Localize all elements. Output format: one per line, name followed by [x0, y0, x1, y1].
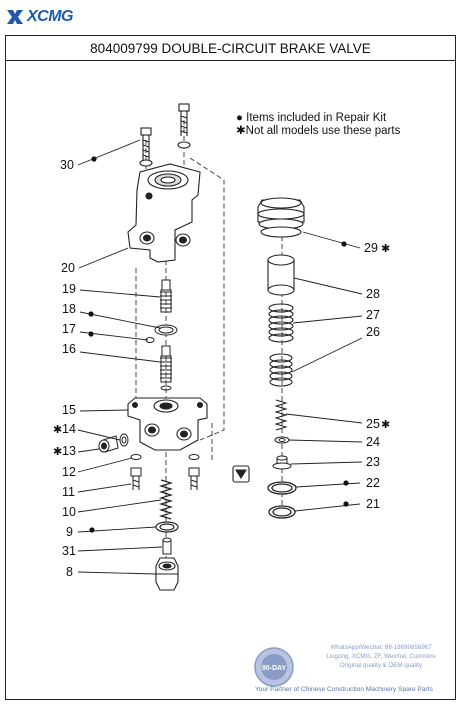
- part-29-cap: [257, 197, 305, 238]
- callout-23: 23: [366, 455, 380, 469]
- callout-8: 8: [66, 565, 73, 579]
- callout-22: 22: [366, 476, 380, 490]
- legend-item-label: Not all models use these parts: [245, 125, 401, 137]
- svg-text:✱: ✱: [381, 419, 390, 431]
- part-23-plunger: [272, 455, 292, 470]
- callout-31: 31: [62, 544, 76, 558]
- callout-16: 16: [62, 342, 76, 356]
- leader-lines-right: [285, 231, 363, 512]
- not-all-models-markers: ✱ ✱ ✱ ✱: [53, 243, 390, 458]
- part-8-nut: [155, 557, 179, 591]
- callout-27: 27: [366, 308, 380, 322]
- guarantee-badge-icon: 90-DAY: [254, 647, 294, 687]
- legend-item-label: Items included in Repair Kit: [246, 112, 387, 124]
- legend-item-not-all-models: ✱Not all models use these parts: [236, 125, 400, 138]
- watermark-line: Liugong, XCMG, ZF, Weichai, Cummins: [326, 653, 436, 660]
- watermark-footer: Your Partner of Chinese Construction Mac…: [255, 686, 433, 693]
- parts-16-19-inner-stack: [145, 279, 178, 391]
- callout-11: 11: [62, 485, 75, 499]
- brand-logo: XCMG: [6, 8, 74, 26]
- callout-10: 10: [62, 505, 76, 519]
- callout-9: 9: [66, 525, 73, 539]
- part-15-lower-body: [127, 397, 208, 451]
- callout-18: 18: [62, 302, 76, 316]
- callout-numbers: 30 20 19 18 17 16 15 14 13 12 11 10 9 31…: [60, 158, 380, 579]
- svg-text:✱: ✱: [381, 243, 390, 255]
- bullet-icon: ●: [236, 112, 243, 124]
- page-title: 804009799 DOUBLE-CIRCUIT BRAKE VALVE: [6, 36, 455, 61]
- badge-text: 90-DAY: [262, 665, 287, 672]
- legend: ● Items included in Repair Kit ✱Not all …: [236, 112, 400, 138]
- parts-21-22-rings: [267, 481, 297, 519]
- parts-13-14-plug: [98, 433, 129, 453]
- part-31-pin: [162, 537, 172, 555]
- asterisk-icon: ✱: [236, 125, 246, 137]
- xcmg-logo-icon: [7, 10, 23, 24]
- callout-13: 13: [62, 444, 76, 458]
- part-27-spring: [268, 303, 294, 343]
- repair-kit-dots: [88, 156, 349, 533]
- diagram-frame: 804009799 DOUBLE-CIRCUIT BRAKE VALVE: [5, 35, 456, 700]
- callout-26: 26: [366, 325, 380, 339]
- part-20-upper-body: [127, 163, 201, 263]
- callout-21: 21: [366, 497, 380, 511]
- part-30-bolts: [139, 103, 191, 167]
- svg-text:✱: ✱: [53, 424, 62, 436]
- callout-12: 12: [62, 465, 76, 479]
- watermark-text: WhatsApp/Wechat: 86-18690856967 Liugong,…: [306, 643, 456, 670]
- watermark-line: Original quality & OEM quality: [339, 662, 423, 669]
- callout-17: 17: [62, 322, 76, 336]
- callout-29: 29: [364, 241, 378, 255]
- tool-icon: [232, 465, 250, 483]
- callout-30: 30: [60, 158, 74, 172]
- part-25-spring: [274, 399, 288, 431]
- legend-item-repair-kit: ● Items included in Repair Kit: [236, 112, 400, 125]
- callout-25: 25: [366, 417, 380, 431]
- callout-14: 14: [62, 422, 76, 436]
- parts-11-12-bolts: [130, 454, 200, 490]
- part-24-washer: [274, 436, 290, 444]
- part-28-piston: [267, 254, 295, 296]
- callout-28: 28: [366, 287, 380, 301]
- brand-name: XCMG: [27, 8, 74, 25]
- callout-19: 19: [62, 282, 76, 296]
- watermark-line: WhatsApp/Wechat: 86-18690856967: [330, 644, 432, 651]
- part-10-spring: [158, 479, 174, 520]
- part-26-spring: [269, 353, 293, 387]
- callout-20: 20: [61, 261, 75, 275]
- callout-15: 15: [62, 403, 76, 417]
- part-9-oring: [155, 521, 179, 533]
- callout-24: 24: [366, 435, 380, 449]
- svg-text:✱: ✱: [53, 446, 62, 458]
